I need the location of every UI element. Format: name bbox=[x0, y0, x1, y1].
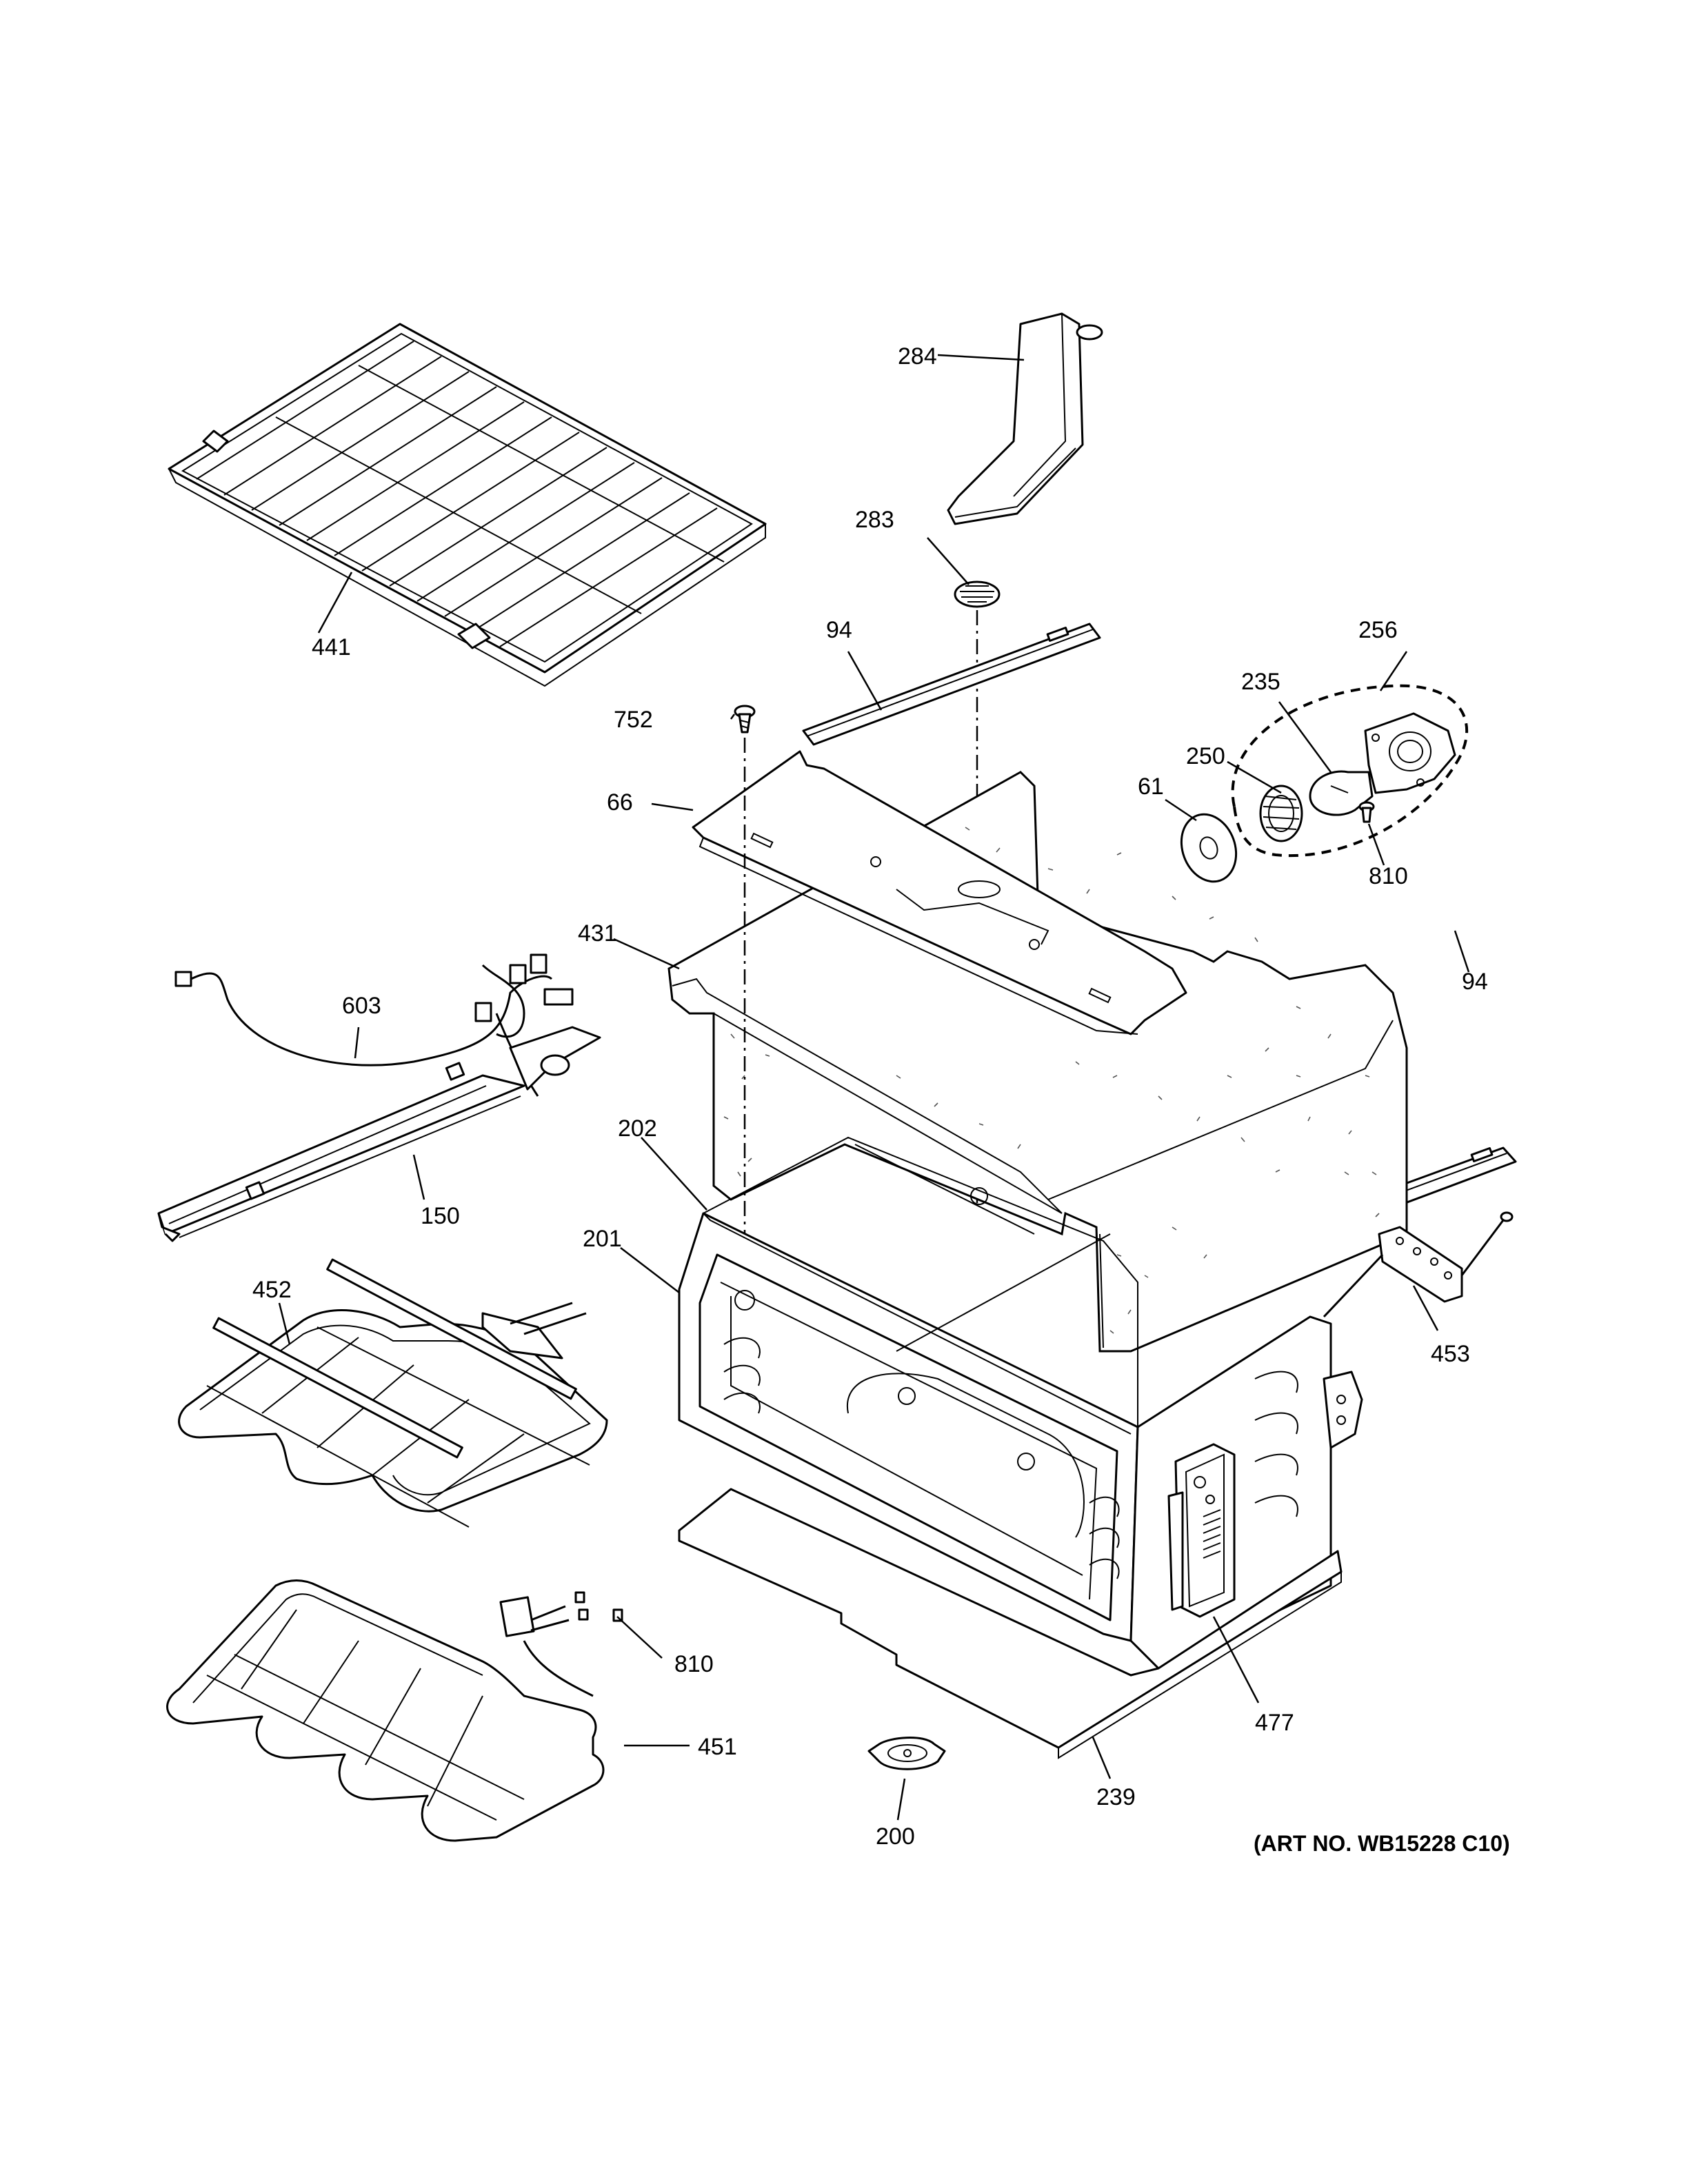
light-socket-250 bbox=[1259, 785, 1303, 842]
broil-element-451 bbox=[166, 1579, 623, 1842]
label-239: 239 bbox=[1096, 1784, 1136, 1810]
oven-rack-441 bbox=[168, 323, 767, 687]
wire-harness-603 bbox=[174, 953, 574, 1097]
label-94-right: 94 bbox=[1462, 969, 1488, 995]
label-250: 250 bbox=[1186, 743, 1225, 769]
label-477: 477 bbox=[1255, 1710, 1294, 1736]
label-283: 283 bbox=[855, 507, 894, 533]
cover-plate-200 bbox=[867, 1737, 946, 1770]
side-rail-94-left bbox=[802, 623, 1101, 746]
art-number: (ART NO. WB15228 C10) bbox=[1254, 1831, 1510, 1856]
label-284: 284 bbox=[898, 343, 937, 370]
leader-lines bbox=[278, 354, 1470, 1821]
light-assembly-256 bbox=[1231, 684, 1468, 858]
label-235: 235 bbox=[1241, 669, 1280, 695]
label-201: 201 bbox=[583, 1226, 622, 1252]
vent-duct-284 bbox=[947, 312, 1103, 525]
label-256: 256 bbox=[1358, 617, 1398, 643]
screw-752 bbox=[734, 705, 756, 734]
label-61: 61 bbox=[1138, 774, 1164, 800]
label-202: 202 bbox=[618, 1115, 657, 1142]
part-labels: 284 283 441 94 94 256 235 752 250 61 66 … bbox=[252, 343, 1510, 1856]
label-603: 603 bbox=[342, 993, 381, 1019]
bake-element-452 bbox=[178, 1258, 608, 1528]
light-bulb-235 bbox=[1309, 770, 1374, 816]
screw-810-light bbox=[1358, 801, 1375, 823]
vent-cap-283 bbox=[954, 580, 1001, 608]
label-810-broil: 810 bbox=[674, 1651, 714, 1677]
label-452: 452 bbox=[252, 1277, 292, 1303]
label-810-light: 810 bbox=[1369, 863, 1408, 889]
label-451: 451 bbox=[698, 1734, 737, 1760]
label-94-left: 94 bbox=[826, 617, 852, 643]
label-150: 150 bbox=[421, 1203, 460, 1229]
top-panel-66 bbox=[692, 750, 1187, 1035]
label-453: 453 bbox=[1431, 1341, 1470, 1367]
label-66: 66 bbox=[607, 789, 633, 816]
lens-61 bbox=[1180, 813, 1238, 883]
sensor-bracket-150 bbox=[157, 1026, 601, 1242]
terminal-bracket-453 bbox=[1323, 1211, 1514, 1318]
label-431: 431 bbox=[578, 920, 617, 947]
label-752: 752 bbox=[614, 707, 653, 733]
door-hinge-477 bbox=[1167, 1443, 1236, 1618]
label-200: 200 bbox=[876, 1823, 915, 1850]
light-housing bbox=[1364, 712, 1456, 794]
insulation-431 bbox=[667, 771, 1408, 1353]
label-441: 441 bbox=[312, 634, 351, 660]
bottom-insulation-239 bbox=[678, 1488, 1343, 1759]
